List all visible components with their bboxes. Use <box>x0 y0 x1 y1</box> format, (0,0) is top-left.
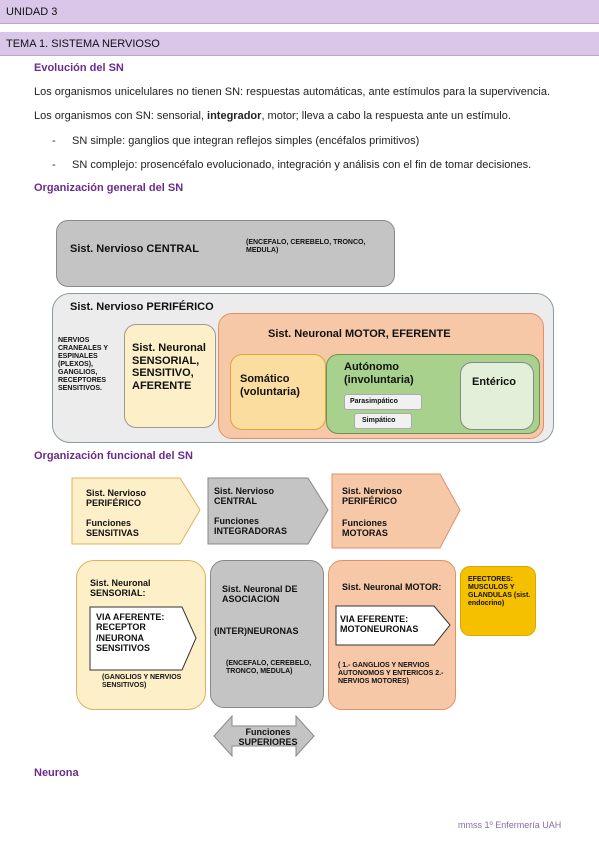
paragraph-organismos-sn: Los organismos con SN: sensorial, integr… <box>34 110 511 122</box>
double-arrow-superiores <box>213 714 315 758</box>
periferico-title: Sist. Nervioso PERIFÉRICO <box>70 301 214 313</box>
bullet-sn-complejo: - SN complejo: prosencéfalo evolucionado,… <box>52 159 531 171</box>
asociacion-note: (ENCEFALO, CEREBELO, TRONCO, MEDULA) <box>226 660 312 676</box>
motor-func-note: ( 1.- GANGLIOS Y NERVIOS AUTONOMOS Y ENT… <box>338 662 444 686</box>
theme-title: TEMA 1. SISTEMA NERVIOSO <box>6 37 160 50</box>
central-title: Sist. Nervioso CENTRAL <box>70 243 199 255</box>
arrow-integradoras <box>207 477 329 545</box>
autonomo-label: Autónomo (involuntaria) <box>344 361 414 386</box>
bullet-sn-simple: - SN simple: ganglios que integran reflej… <box>52 135 419 147</box>
simpatico-box <box>354 413 412 429</box>
motor-func-title: Sist. Neuronal MOTOR: <box>342 582 442 592</box>
bullet-text: SN simple: ganglios que integran reflejo… <box>72 135 420 147</box>
sensorial-func-note: (GANGLIOS Y NERVIOS SENSITIVOS) <box>102 674 182 690</box>
enterico-label: Entérico <box>472 376 517 388</box>
parasimpatico-label: Parasimpático <box>350 398 398 405</box>
bullet-mark: - <box>52 135 56 147</box>
paragraph-part: Los organismos con SN: sensorial, <box>34 110 208 122</box>
unit-title: UNIDAD 3 <box>6 5 58 18</box>
arrow3-title: Sist. Nervioso PERIFÉRICO <box>342 486 403 507</box>
nervios-note: NERVIOS CRANEALES Y ESPINALES (PLEXOS), … <box>58 337 108 393</box>
arrow3-sub: Funciones MOTORAS <box>342 518 388 539</box>
paragraph-unicelulares: Los organismos unicelulares no tienen SN… <box>34 86 551 98</box>
arrow-sensitivas <box>71 477 201 545</box>
sensorial-label: Sist. Neuronal SENSORIAL, SENSITIVO, AFE… <box>132 342 206 392</box>
central-box <box>56 220 395 287</box>
asociacion-mid: (INTER)NEURONAS <box>214 626 299 636</box>
arrow1-title: Sist. Nervioso PERIFÉRICO <box>86 488 147 509</box>
sensorial-func-title: Sist. Neuronal SENSORIAL: <box>90 578 151 599</box>
arrow-motoras <box>331 473 461 549</box>
simpatico-label: Simpático <box>362 417 396 424</box>
footer-text: mmss 1º Enfermería UAH <box>458 820 562 830</box>
superiores-label: Funciones SUPERIORES <box>238 727 298 748</box>
efectores-box <box>460 566 536 636</box>
sensorial-arrow-text: VIA AFERENTE: RECEPTOR /NEURONA SENSITIV… <box>96 612 165 654</box>
section-title-org-general: Organización general del SN <box>34 182 184 194</box>
section-title-org-funcional: Organización funcional del SN <box>34 450 193 462</box>
theme-banner: TEMA 1. SISTEMA NERVIOSO <box>0 32 599 56</box>
unit-banner: UNIDAD 3 <box>0 0 599 24</box>
motor-arrow-text: VIA EFERENTE: MOTONEURONAS <box>340 614 419 635</box>
bullet-text: SN complejo: prosencéfalo evolucionado, … <box>72 159 532 171</box>
asociacion-title: Sist. Neuronal DE ASOCIACION <box>222 584 298 605</box>
sensorial-box <box>124 324 216 428</box>
asociacion-box <box>210 560 324 708</box>
bullet-mark: - <box>52 159 56 171</box>
arrow2-sub: Funciones INTEGRADORAS <box>214 516 288 537</box>
central-note: (ENCEFALO, CEREBELO, TRONCO, MEDULA) <box>246 239 366 255</box>
parasimpatico-box <box>344 394 422 410</box>
arrow1-sub: Funciones SENSITIVAS <box>86 518 139 539</box>
efectores-label: EFECTORES: MUSCULOS Y GLANDULAS (sist. e… <box>468 576 531 608</box>
arrow2-title: Sist. Nervioso CENTRAL <box>214 486 275 507</box>
somatico-label: Somático (voluntaria) <box>240 373 300 398</box>
section-title-neurona: Neurona <box>34 767 79 779</box>
motor-title: Sist. Neuronal MOTOR, EFERENTE <box>268 328 451 340</box>
section-title-evolucion: Evolución del SN <box>34 62 124 74</box>
paragraph-part: , motor; lleva a cabo la respuesta ante … <box>261 110 511 122</box>
enterico-box <box>460 362 534 430</box>
somatico-box <box>230 354 326 430</box>
paragraph-bold-integrador: integrador <box>207 110 262 122</box>
